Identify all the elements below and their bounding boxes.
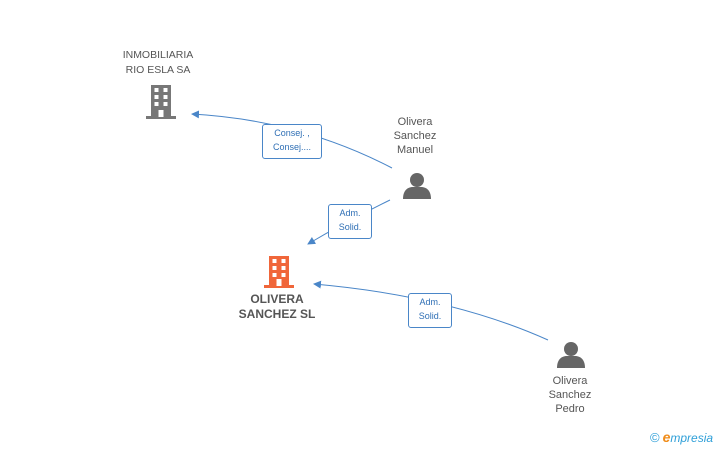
edge-label-line: Adm. [419,297,441,307]
label-line: SANCHEZ SL [238,307,316,321]
label-line: Olivera [552,375,588,387]
label-line: Sanchez [548,389,592,401]
label-line: RIO ESLA SA [125,64,191,76]
brand-name: mpresia [670,431,714,445]
edge-label-adm-solid-pedro[interactable]: Adm. Solid. [408,293,452,328]
copyright-symbol: © [650,430,660,445]
node-label-olivera-sanchez-sl[interactable]: OLIVERA SANCHEZ SL [222,292,332,322]
person-icon[interactable] [403,173,431,199]
building-icon[interactable] [264,256,294,288]
edge-label-line: Adm. [339,208,361,218]
label-line: Olivera [397,116,433,128]
node-label-inmobiliaria-rio-esla[interactable]: INMOBILIARIA RIO ESLA SA [108,48,208,78]
brand-initial: e [662,429,671,445]
label-line: Sanchez [393,130,437,142]
person-icon[interactable] [557,342,585,368]
edge-label-adm-solid-manuel[interactable]: Adm. Solid. [328,204,372,239]
edge-label-line: Consej.... [272,142,312,152]
label-line: Manuel [396,144,434,156]
empresia-logo: ©empresia [650,429,713,445]
node-label-olivera-sanchez-pedro[interactable]: Olivera Sanchez Pedro [530,374,610,416]
edge-label-line: Consej. , [274,128,310,138]
edge-label-consej[interactable]: Consej. , Consej.... [262,124,322,159]
building-icon[interactable] [146,85,176,119]
node-label-olivera-sanchez-manuel[interactable]: Olivera Sanchez Manuel [375,115,455,157]
edge-label-line: Solid. [338,222,362,232]
edge-label-line: Solid. [418,311,442,321]
label-line: OLIVERA [250,292,304,306]
label-line: Pedro [555,403,585,415]
label-line: INMOBILIARIA [122,49,194,61]
